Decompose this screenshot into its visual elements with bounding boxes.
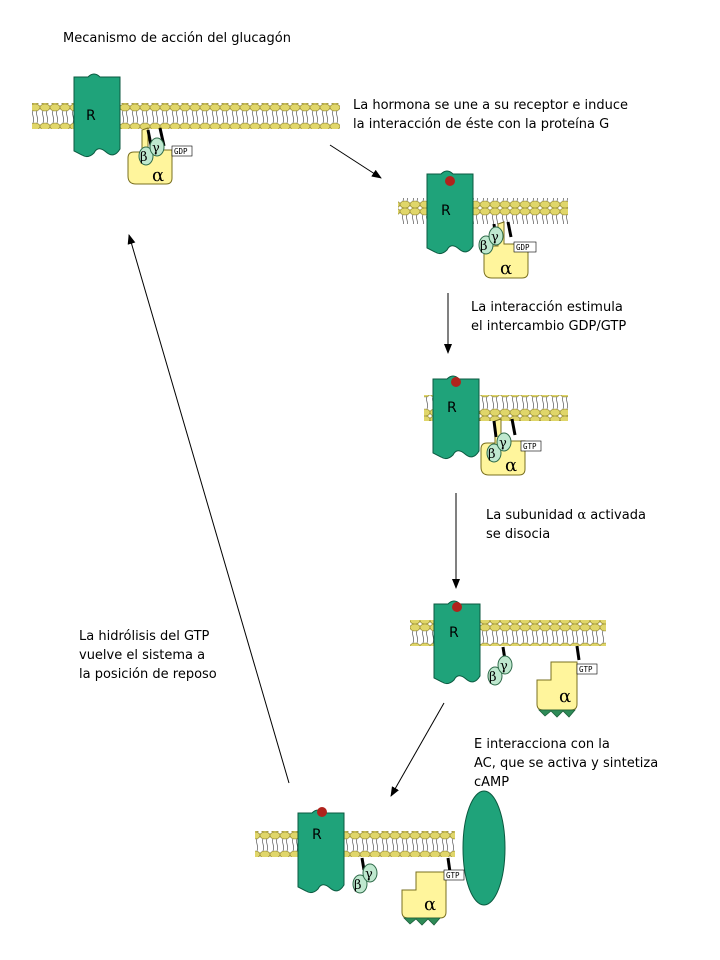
receptor-label: R: [447, 400, 457, 416]
step-3-line-2: se disocia: [486, 527, 550, 542]
alpha-label: α: [559, 686, 571, 707]
step-4-line-1: E interacciona con la: [474, 737, 610, 752]
beta-label: β: [480, 239, 488, 254]
membrane-bilayer: [398, 198, 568, 224]
step-3-text-b: activada: [586, 508, 646, 523]
stage-5-adenylyl-cyclase: R β γ α GTP: [255, 790, 506, 926]
receptor: [432, 375, 480, 460]
alpha-subunit: α GDP: [483, 221, 537, 279]
hormone: [445, 176, 455, 186]
hormone: [451, 377, 461, 387]
effector-binding-site: [403, 917, 441, 926]
alpha-subunit-free: α GTP: [536, 661, 598, 718]
beta-label: β: [489, 670, 497, 685]
beta-label: β: [488, 447, 496, 462]
diagram-title: Mecanismo de acción del glucagón: [63, 31, 291, 46]
gamma-label: γ: [365, 867, 373, 882]
step-2-line-1: La interacción estimula: [471, 300, 623, 315]
gamma-label: γ: [500, 659, 508, 674]
beta-gamma-dimer: β γ: [352, 863, 378, 894]
beta-label: β: [354, 878, 362, 893]
adenylyl-cyclase: [462, 790, 506, 906]
receptor: [73, 73, 121, 158]
arrow-step-4: [390, 702, 445, 797]
alpha-symbol: α: [577, 508, 586, 523]
alpha-label: α: [505, 455, 517, 476]
receptor-label: R: [86, 108, 96, 124]
lipid-anchor: [575, 645, 581, 661]
receptor: [297, 809, 345, 894]
nucleotide-label: GTP: [523, 442, 537, 451]
stage-1-resting: R α GDP β γ: [32, 73, 340, 186]
alpha-label: α: [500, 258, 512, 279]
nucleotide-label: GTP: [446, 871, 460, 880]
step-2-line-2: el intercambio GDP/GTP: [471, 319, 626, 334]
beta-gamma-dimer: β γ: [487, 655, 513, 686]
nucleotide-label: GDP: [174, 147, 188, 156]
beta-gamma-dimer: β γ: [486, 432, 512, 463]
receptor: [433, 600, 481, 685]
step-4-line-3: cAMP: [474, 775, 509, 790]
arrow-step-1: [329, 144, 382, 179]
alpha-label: α: [424, 894, 436, 915]
stage-4-alpha-dissociated: R β γ α GTP: [410, 600, 606, 718]
step-4-line-2: AC, que se activa y sintetiza: [474, 756, 658, 771]
receptor-label: R: [441, 203, 451, 219]
hormone: [317, 807, 327, 817]
nucleotide-label: GDP: [516, 243, 530, 252]
beta-gamma-dimer: β γ: [138, 137, 165, 166]
alpha-subunit-bound: α GTP: [401, 869, 465, 926]
step-5-line-3: la posición de reposo: [79, 667, 217, 682]
stage-3-gtp-exchange: R α GTP β γ: [424, 375, 568, 476]
lipid-anchor: [510, 418, 517, 436]
lipid-anchor: [506, 221, 513, 238]
gamma-label: γ: [152, 141, 160, 156]
gamma-label: γ: [499, 436, 507, 451]
nucleotide-box: [443, 869, 465, 881]
alpha-subunit: α GDP: [127, 127, 193, 186]
step-1-line-1: La hormona se une a su receptor e induce: [353, 98, 628, 113]
arrow-step-5: [127, 234, 290, 784]
nucleotide-box: [576, 663, 598, 675]
receptor-label: R: [449, 625, 459, 641]
nucleotide-box: [171, 145, 193, 157]
hormone: [452, 602, 462, 612]
lipid-anchor: [446, 857, 452, 873]
beta-label: β: [140, 150, 148, 165]
step-1-line-2: la interacción de éste con la proteína G: [353, 117, 609, 132]
receptor-label: R: [312, 827, 322, 843]
alpha-subunit: α GTP: [480, 418, 542, 476]
effector-binding-site: [538, 709, 576, 718]
step-5-line-2: vuelve el sistema a: [79, 648, 205, 663]
beta-gamma-dimer: β γ: [478, 226, 504, 255]
alpha-label: α: [152, 165, 164, 186]
lipid-anchor: [492, 420, 498, 438]
nucleotide-label: GTP: [579, 665, 593, 674]
stage-2-hormone-bound: R α GDP β γ: [398, 170, 568, 279]
nucleotide-box: [520, 440, 542, 452]
step-3-line-1: La subunidad α activada: [486, 508, 646, 523]
step-5-line-1: La hidrólisis del GTP: [79, 629, 210, 644]
nucleotide-box: [513, 241, 537, 253]
gamma-label: γ: [491, 230, 499, 245]
step-3-text-a: La subunidad: [486, 508, 577, 523]
membrane-bilayer: [255, 831, 455, 857]
